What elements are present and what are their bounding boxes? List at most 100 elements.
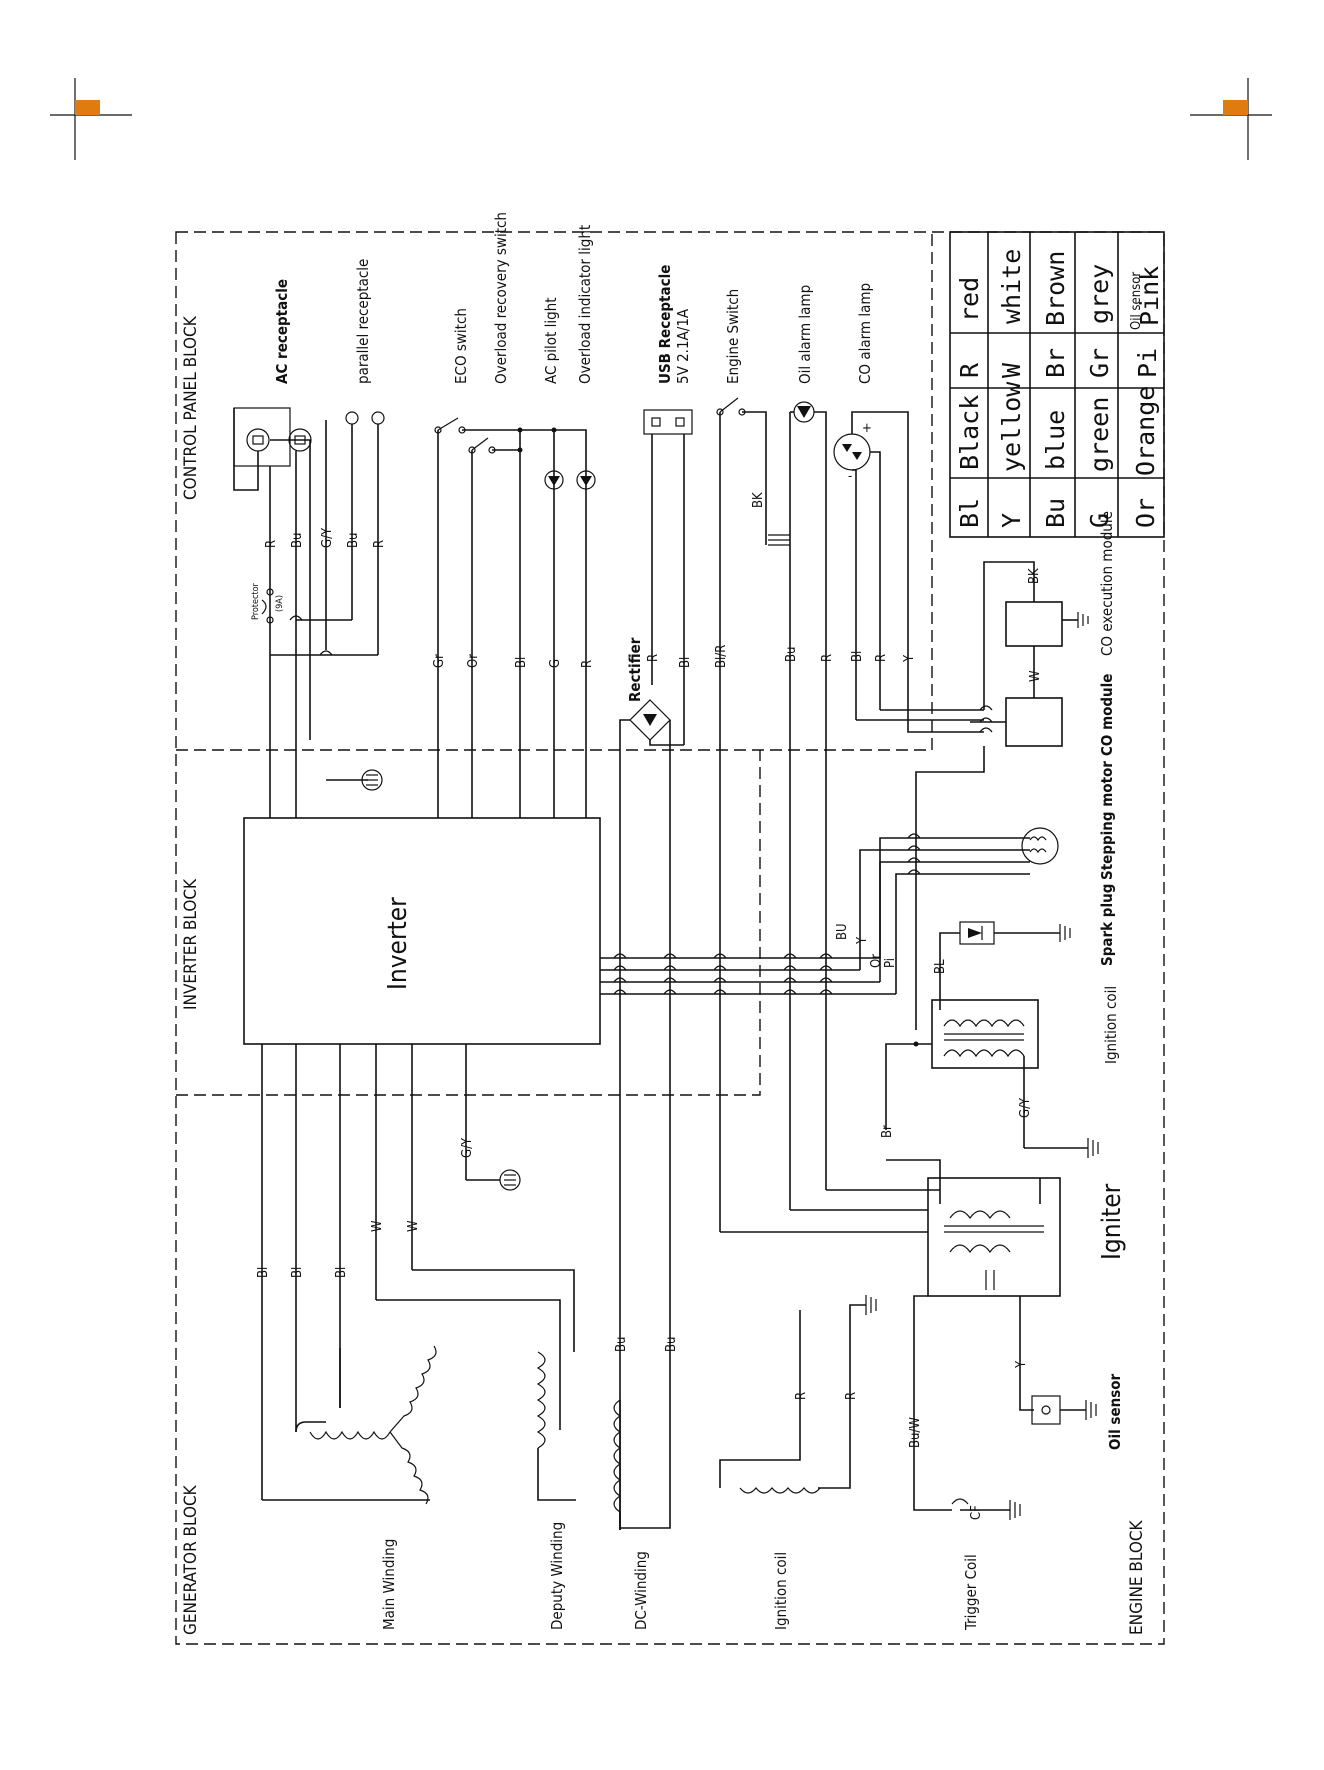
overload-recovery-switch-label: Overload recovery switch: [492, 212, 510, 384]
engine-switch-label: Engine Switch: [724, 289, 742, 384]
wire-label-bu-1: Bu: [290, 533, 305, 548]
protector-label: Protector: [251, 582, 261, 620]
co-module-box: [1005, 697, 1063, 747]
wire-label-r-2: R: [372, 540, 387, 548]
legend-name-blue: blue: [1041, 410, 1070, 470]
deputy-winding-label: Deputy Winding: [548, 1522, 566, 1630]
ground-symbol-oil: [1085, 1400, 1097, 1420]
wire-label-r-ign-1: R: [794, 1392, 809, 1400]
co-alarm-lamp-label: CO alarm lamp: [856, 283, 874, 384]
legend-code-gr: Gr: [1085, 348, 1114, 378]
main-winding-symbol: [262, 1299, 561, 1505]
wire-label-gr: Gr: [432, 654, 447, 668]
usb-receptacle-label: USB Receptacle: [656, 265, 674, 384]
legend-note-oil-sensor: Oil sensor: [1129, 272, 1144, 330]
co-module-label: CO module: [1098, 674, 1116, 756]
legend-name-green: green: [1085, 397, 1114, 472]
trigger-coil-label: Trigger Coil: [962, 1554, 980, 1631]
legend-name-orange: Orange: [1131, 386, 1160, 476]
co-execution-module-box: [1005, 601, 1063, 647]
legend-code-bu: Bu: [1041, 498, 1070, 528]
wire-label-or-motor: Or: [869, 954, 884, 968]
color-legend: [949, 231, 1165, 538]
ground-symbol-gy: [361, 769, 383, 791]
legend-name-white: white: [997, 249, 1026, 324]
wire-label-bk-2: BK: [1027, 568, 1042, 584]
wire-label-r-4: R: [820, 654, 835, 662]
parallel-receptacle-label: parallel receptacle: [354, 259, 372, 384]
engine-ignition-coil-label: Ignition coil: [1102, 986, 1120, 1064]
crop-mark-left: [50, 78, 132, 160]
stepping-motor-label: Stepping motor: [1098, 761, 1116, 880]
ac-receptacle-symbol: [233, 407, 312, 467]
ac-pilot-light-label: AC pilot light: [542, 298, 560, 384]
oil-sensor-symbol: [1031, 1395, 1061, 1425]
inverter-box: [243, 817, 601, 1045]
usb-receptacle-symbol: [643, 409, 693, 435]
wire-label-bl-gen-1: Bl: [256, 1267, 271, 1278]
legend-code-w: W: [997, 362, 1026, 378]
inverter-block-title: INVERTER BLOCK: [181, 878, 201, 1010]
wire-label-pi-motor: Pi: [883, 958, 898, 968]
wire-label-usb-r: R: [646, 654, 661, 662]
engine-ignition-coil-symbol: [931, 999, 1039, 1069]
legend-code-pi: Pi: [1133, 348, 1162, 378]
wire-label-w-co: W: [1028, 670, 1043, 682]
co-execution-module-label: CO execution module: [1098, 511, 1116, 656]
oil-sensor-label: Oil sensor: [1106, 1373, 1124, 1450]
wire-label-bu-2: Bu: [346, 533, 361, 548]
spark-plug-label: Spark plug: [1098, 884, 1116, 966]
gen-ignition-coil-symbol: [719, 1304, 866, 1494]
ground-symbol-ign: [1087, 1138, 1099, 1158]
main-winding-label: Main Winding: [380, 1539, 398, 1630]
legend-code-y: Y: [997, 513, 1026, 528]
diagram-border: [175, 231, 1165, 1645]
spark-plug-symbol: [959, 921, 995, 945]
wire-label-w-gen-1: W: [370, 1220, 385, 1232]
wire-label-bu-dc-1: Bu: [614, 1337, 629, 1352]
legend-code-br: Br: [1041, 348, 1070, 378]
wire-label-bl-2: Bl: [850, 651, 865, 662]
control-panel-block-title: CONTROL PANEL BLOCK: [181, 315, 201, 500]
trigger-coil-symbol: [913, 1295, 1010, 1511]
igniter-symbol: [927, 1177, 1061, 1297]
wire-label-bl-1: Bl: [514, 657, 529, 668]
wire-label-bk-1: BK: [751, 492, 766, 508]
wire-label-bu-dc-2: Bu: [664, 1337, 679, 1352]
deputy-winding-symbol: [412, 1269, 576, 1501]
parallel-receptacle-pin-2: [371, 411, 385, 425]
legend-name-red: red: [955, 277, 984, 322]
wire-label-bl-spark: BL: [933, 959, 948, 974]
generator-block-title: GENERATOR BLOCK: [181, 1484, 201, 1635]
wire-label-y-motor: Y: [855, 936, 870, 945]
wire-label-blr: Bl/R: [714, 645, 729, 668]
wire-label-r-1: R: [264, 540, 279, 548]
overload-indicator-light-label: Overload indicator light: [576, 225, 594, 384]
legend-name-grey: grey: [1085, 264, 1114, 324]
wire-label-bu-motor: BU: [835, 923, 850, 940]
engine-block-title: ENGINE BLOCK: [1127, 1519, 1147, 1635]
ground-symbol-trigger: [1009, 1500, 1021, 1520]
wire-label-gy-1: G/Y: [320, 527, 335, 548]
ground-symbol-inverter: [499, 1169, 521, 1191]
legend-name-brown: Brown: [1041, 251, 1070, 326]
ac-receptacle-label: AC receptacle: [273, 279, 291, 384]
wire-label-y-oil: Y: [1014, 1360, 1029, 1369]
wire-label-bl-gen-2: Bl: [290, 1267, 305, 1278]
wire-label-g: G: [548, 659, 563, 668]
legend-code-g: G: [1085, 513, 1114, 528]
crop-mark-right: [1190, 78, 1272, 160]
wire-label-r-5: R: [874, 654, 889, 662]
overload-indicator-light-symbol: [576, 470, 596, 490]
cf-label: CF: [969, 1505, 984, 1520]
legend-name-black: Black: [955, 395, 984, 470]
wire-label-y-1: Y: [902, 654, 917, 663]
wire-label-gy-inv: G/Y: [460, 1137, 475, 1158]
wire-label-r-3: R: [580, 660, 595, 668]
wire-label-w-gen-2: W: [406, 1220, 421, 1232]
dc-winding-symbol: [613, 1375, 671, 1530]
parallel-receptacle-pin-1: [345, 411, 359, 425]
oil-alarm-lamp-label: Oil alarm lamp: [796, 285, 814, 384]
